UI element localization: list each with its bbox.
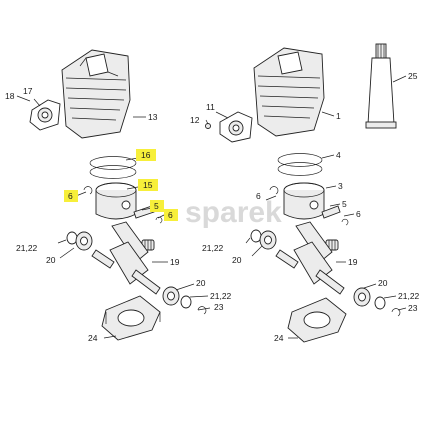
highlight-6b	[164, 209, 178, 221]
highlight-5	[150, 200, 164, 212]
right-piston	[283, 182, 325, 220]
highlight-16	[136, 149, 156, 161]
left-intake-flange	[29, 99, 61, 131]
label-21-22-upper-right: 21,22	[202, 243, 224, 253]
label-19: 19	[170, 257, 180, 267]
right-cylinder	[253, 47, 325, 137]
left-ring-lower	[89, 165, 137, 179]
right-oil-seal-lower	[374, 296, 386, 310]
left-ring-upper	[89, 156, 137, 170]
label-21-22-lower: 21,22	[210, 291, 232, 301]
left-circlip-b	[155, 216, 163, 224]
label-6c: 6	[256, 191, 261, 201]
label-6a: 6	[68, 191, 73, 201]
label-18: 18	[5, 91, 15, 101]
left-circlip-a	[83, 186, 93, 195]
right-crankcase-half	[287, 297, 347, 343]
right-ring-upper	[277, 153, 323, 167]
right-screw	[205, 123, 211, 129]
label-23-right: 23	[408, 303, 418, 313]
label-23: 23	[214, 302, 224, 312]
label-24: 24	[88, 333, 98, 343]
label-15: 15	[143, 180, 153, 190]
label-24-right: 24	[274, 333, 284, 343]
left-piston	[95, 182, 137, 220]
right-crankshaft	[275, 221, 345, 295]
watermark-text: sparek	[185, 196, 282, 229]
label-20-lower: 20	[196, 278, 206, 288]
left-crankshaft	[91, 221, 161, 295]
right-assembly: 25 11 12 1 4 6 3 5 6 21,22 20 19 20 21,2…	[190, 43, 420, 343]
label-13: 13	[148, 112, 158, 122]
label-21-22-upper: 21,22	[16, 243, 38, 253]
label-4: 4	[336, 150, 341, 160]
right-circlip-a	[269, 186, 279, 195]
left-cylinder	[61, 49, 131, 139]
label-3: 3	[338, 181, 343, 191]
label-25: 25	[408, 71, 418, 81]
label-20-upper: 20	[46, 255, 56, 265]
label-16: 16	[141, 150, 151, 160]
left-snap-ring	[197, 306, 207, 315]
label-21-22-lower-right: 21,22	[398, 291, 420, 301]
label-5b: 5	[342, 199, 347, 209]
label-20-upper-right: 20	[232, 255, 242, 265]
label-19-right: 19	[348, 257, 358, 267]
left-oil-seal-lower	[180, 295, 192, 309]
label-12: 12	[190, 115, 200, 125]
label-6b: 6	[168, 210, 173, 220]
label-6d: 6	[356, 209, 361, 219]
grease-tube	[365, 43, 397, 129]
label-17: 17	[23, 86, 33, 96]
left-oil-seal-upper	[66, 231, 78, 245]
right-piston-pin	[321, 205, 341, 219]
label-20-lower-right: 20	[378, 278, 388, 288]
right-snap-ring	[391, 308, 401, 317]
label-5: 5	[154, 201, 159, 211]
left-crankcase-half	[101, 295, 161, 341]
left-assembly: 18 17 13 16 15 6 5 6 21,22 20 19 20 21,2…	[5, 49, 232, 343]
right-circlip-b	[341, 218, 349, 226]
right-ring-lower	[277, 162, 323, 176]
label-11: 11	[206, 102, 215, 112]
highlight-6a	[64, 190, 78, 202]
right-intake-flange	[219, 111, 253, 143]
right-oil-seal-upper	[250, 229, 262, 243]
highlight-15	[138, 179, 158, 191]
label-1: 1	[336, 111, 341, 121]
